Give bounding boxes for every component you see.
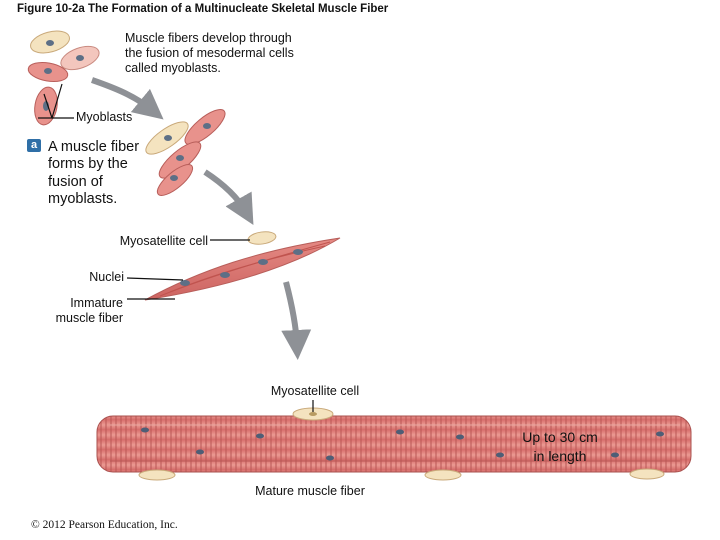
label-nuclei: Nuclei xyxy=(89,270,124,284)
step-badge: a xyxy=(27,139,41,152)
myoblast-cluster-top xyxy=(27,30,100,126)
label-length-line1: Up to 30 cm xyxy=(522,429,598,445)
nuclei-leader xyxy=(126,277,184,281)
copyright: © 2012 Pearson Education, Inc. xyxy=(31,519,178,531)
label-mature-fiber: Mature muscle fiber xyxy=(255,484,365,498)
label-myosatellite-lower: Myosatellite cell xyxy=(270,384,360,398)
arrow-matures xyxy=(281,281,312,360)
myoblast-cluster-middle xyxy=(145,109,226,196)
arrow-fusion xyxy=(91,77,164,120)
myoblasts-leader-2 xyxy=(51,83,63,119)
immature-muscle-fiber xyxy=(144,231,341,301)
figure-title: Figure 10-2a The Formation of a Multinuc… xyxy=(17,3,389,15)
label-myoblasts: Myoblasts xyxy=(76,110,133,124)
intro-text: Muscle fibers develop through the fusion… xyxy=(125,31,294,75)
step-text: A muscle fiber forms by the fusion of my… xyxy=(48,139,140,208)
label-immature-line1: Immature xyxy=(70,296,123,310)
mature-muscle-fiber xyxy=(96,407,692,481)
label-myosatellite-upper: Myosatellite cell xyxy=(119,234,208,248)
label-length-line2: in length xyxy=(533,448,587,464)
arrow-forms xyxy=(203,169,254,226)
label-immature-line2: muscle fiber xyxy=(55,311,123,325)
